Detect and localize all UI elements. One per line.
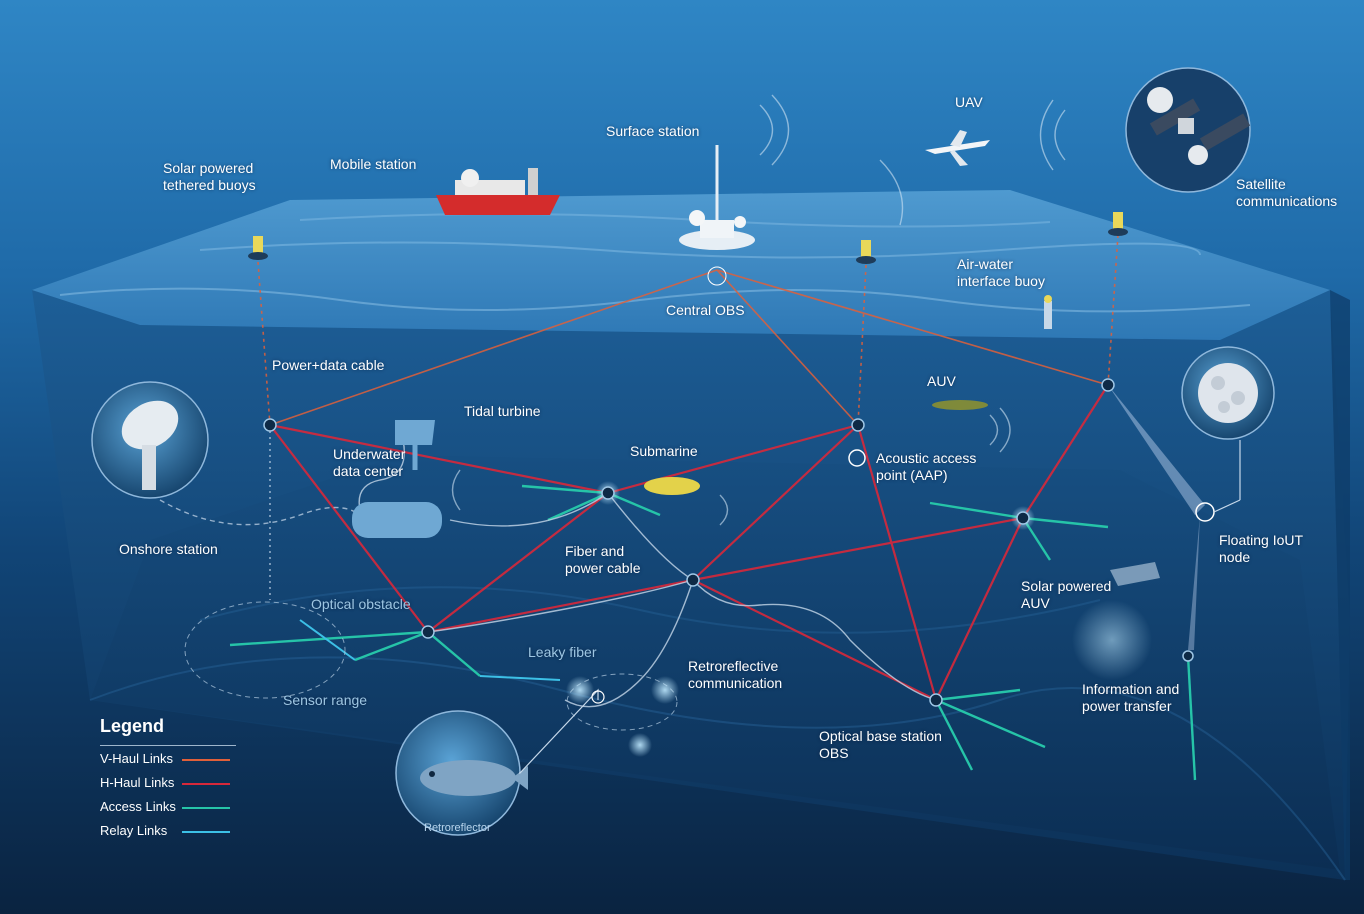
legend-item-relay: Relay Links xyxy=(100,820,240,842)
tidal-turbine-body xyxy=(395,420,435,445)
station-nodes xyxy=(263,378,1215,707)
auv-hull xyxy=(932,400,988,410)
label-retroreflector: Retroreflector xyxy=(424,822,491,834)
surface-station-platform xyxy=(679,145,755,286)
satellite-bubble xyxy=(1125,67,1251,193)
label-onshore-station: Onshore station xyxy=(119,541,218,557)
legend-label: Relay Links xyxy=(100,823,168,838)
label-submarine: Submarine xyxy=(630,443,698,459)
label-sensor-range: Sensor range xyxy=(283,692,368,708)
acoustic-waves xyxy=(451,94,1066,526)
label-tidal-turbine: Tidal turbine xyxy=(464,403,541,419)
label-power-data-cable: Power+data cable xyxy=(272,357,385,373)
relay-links xyxy=(299,619,561,681)
legend-swatch xyxy=(182,783,230,785)
submarine-hull xyxy=(644,477,700,495)
label-info-power: Information and power transfer xyxy=(1082,681,1180,714)
hhaul-links xyxy=(269,384,1109,701)
label-fiber-power-cable: Fiber and power cable xyxy=(565,543,641,576)
light-beams xyxy=(1108,385,1205,650)
legend-item-hhaul: H-Haul Links xyxy=(100,772,240,794)
buoys xyxy=(248,212,1128,329)
label-retroreflective: Retroreflective communication xyxy=(688,658,783,691)
legend-label: Access Links xyxy=(100,799,176,814)
label-optical-obstacle: Optical obstacle xyxy=(311,596,411,612)
label-auv: AUV xyxy=(927,373,956,389)
label-floating-iout: Floating IoUT node xyxy=(1219,532,1304,565)
uav xyxy=(925,130,990,166)
underwater-equipment xyxy=(352,400,1160,586)
label-solar-auv: Solar powered AUV xyxy=(1021,578,1112,611)
ocean-surface xyxy=(32,190,1330,340)
legend-swatch xyxy=(182,759,230,761)
legend: Legend V-Haul Links H-Haul Links Access … xyxy=(100,716,240,842)
legend-item-vhaul: V-Haul Links xyxy=(100,748,240,770)
floating-iout-bubble xyxy=(1181,346,1275,513)
fiber-cables xyxy=(159,425,937,708)
legend-swatch xyxy=(182,807,230,809)
label-underwater-dc: Underwater data center xyxy=(333,446,406,479)
legend-label: V-Haul Links xyxy=(100,751,173,766)
label-surface-station: Surface station xyxy=(606,123,700,139)
data-center-cylinder xyxy=(352,502,442,538)
label-leaky-fiber: Leaky fiber xyxy=(528,644,597,660)
legend-item-access: Access Links xyxy=(100,796,240,818)
vhaul-links xyxy=(257,234,1119,426)
label-satellite: Satellite communications xyxy=(1236,176,1338,209)
legend-swatch xyxy=(182,831,230,833)
seabed xyxy=(89,455,1346,881)
label-mobile-station: Mobile station xyxy=(330,156,417,172)
light-spots xyxy=(566,481,1152,757)
label-uav: UAV xyxy=(955,94,983,110)
mobile-station-ship xyxy=(436,168,560,215)
legend-label: H-Haul Links xyxy=(100,775,175,790)
retroreflector-bubble xyxy=(395,688,605,836)
label-aap: Acoustic access point (AAP) xyxy=(876,450,977,483)
sensor-range xyxy=(184,601,678,731)
label-solar-buoys: Solar powered tethered buoys xyxy=(163,160,256,193)
label-air-water-buoy: Air-water interface buoy xyxy=(957,256,1045,289)
legend-title: Legend xyxy=(100,716,236,746)
onshore-station-bubble xyxy=(91,381,209,499)
label-central-obs: Central OBS xyxy=(666,302,745,318)
label-optical-base: Optical base station OBS xyxy=(819,728,942,761)
solar-auv-panel xyxy=(1110,562,1160,586)
